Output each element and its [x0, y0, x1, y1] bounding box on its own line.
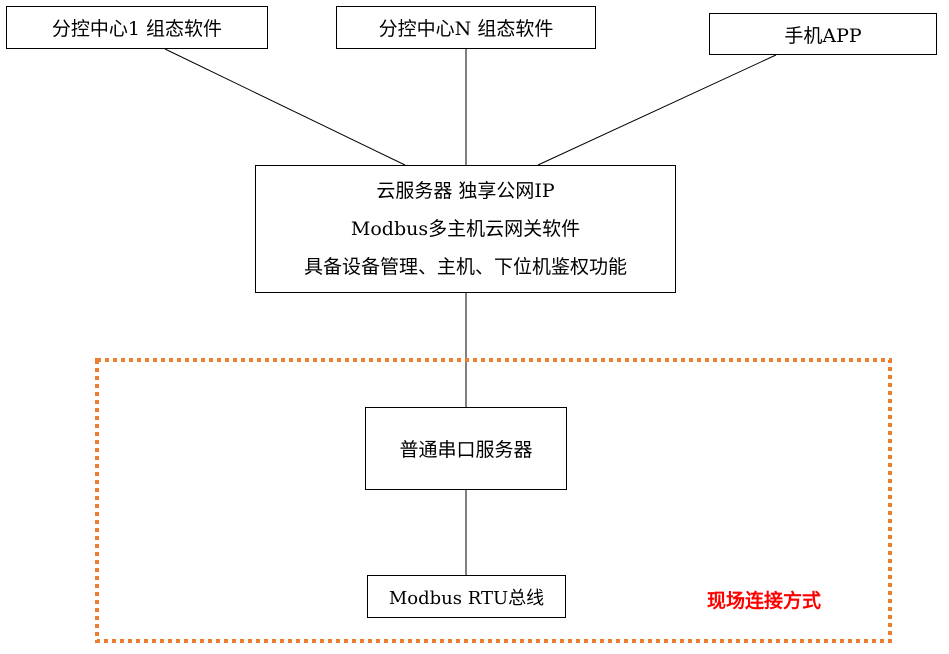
cloud-server-line-2: Modbus多主机云网关软件	[350, 218, 581, 240]
node-serial-server-label: 普通串口服务器	[399, 439, 533, 461]
node-center-n-label: 分控中心N 组态软件	[378, 18, 554, 40]
field-region-label: 现场连接方式	[707, 590, 822, 612]
connector-app-cloud	[537, 54, 777, 166]
cloud-server-line-1: 云服务器 独享公网IP	[376, 180, 555, 202]
cloud-server-line-3: 具备设备管理、主机、下位机鉴权功能	[303, 256, 627, 278]
node-center-1-label: 分控中心1 组态软件	[51, 18, 223, 40]
node-modbus-rtu-bus-label: Modbus RTU总线	[388, 587, 545, 609]
node-center-n: 分控中心N 组态软件	[336, 6, 596, 49]
node-serial-server: 普通串口服务器	[365, 407, 567, 490]
node-mobile-app-label: 手机APP	[784, 24, 862, 47]
connector-center1-cloud	[164, 48, 406, 166]
node-modbus-rtu-bus: Modbus RTU总线	[367, 575, 566, 618]
node-center-1: 分控中心1 组态软件	[6, 6, 268, 49]
node-cloud-server: 云服务器 独享公网IP Modbus多主机云网关软件 具备设备管理、主机、下位机…	[255, 165, 676, 293]
node-mobile-app: 手机APP	[709, 13, 937, 55]
